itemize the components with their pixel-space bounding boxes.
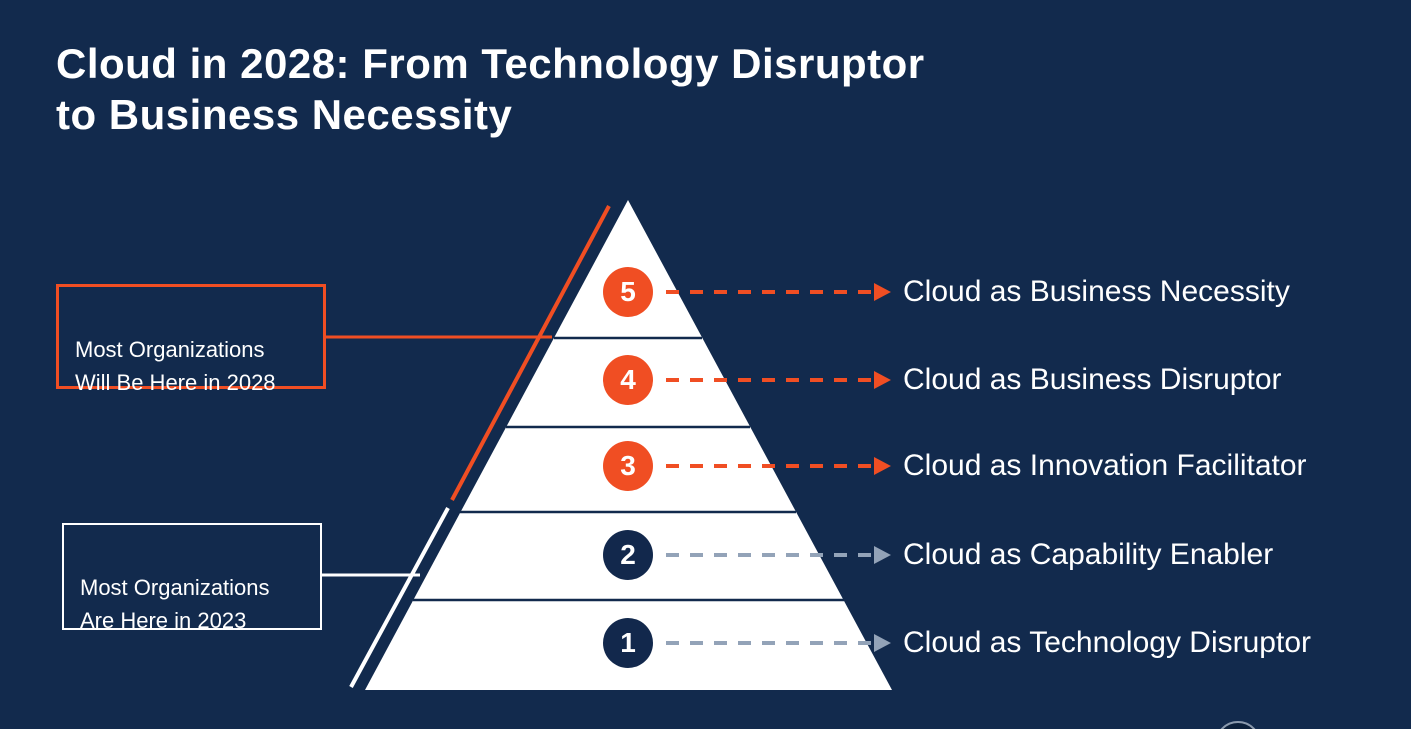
level-2-arrowhead-icon [874, 546, 891, 564]
level-4-badge: 4 [603, 355, 653, 405]
logo-fragment [1220, 721, 1256, 729]
level-2-number: 2 [620, 539, 636, 570]
level-row-1: 1 Cloud as Technology Disruptor [0, 618, 1411, 668]
level-4-arrow-line [666, 378, 872, 382]
level-1-label: Cloud as Technology Disruptor [903, 626, 1312, 659]
level-3-arrow-line [666, 464, 872, 468]
callout-2023: Most Organizations Are Here in 2023 [62, 523, 322, 633]
level-3-number: 3 [620, 450, 636, 481]
level-3-badge: 3 [603, 441, 653, 491]
level-5-arrow-line [666, 290, 872, 294]
level-1-arrow-line [666, 641, 872, 645]
level-2-badge: 2 [603, 530, 653, 580]
level-5-badge: 5 [603, 267, 653, 317]
level-1-badge: 1 [603, 618, 653, 668]
level-1-arrowhead-icon [874, 634, 891, 652]
level-row-5: 5 Cloud as Business Necessity [0, 267, 1411, 317]
level-2-arrow-line [666, 553, 872, 557]
level-row-4: 4 Cloud as Business Disruptor [0, 355, 1411, 405]
level-4-arrowhead-icon [874, 371, 891, 389]
level-2-label: Cloud as Capability Enabler [903, 538, 1274, 571]
callout-2023-text: Most Organizations Are Here in 2023 [80, 575, 270, 633]
level-row-3: 3 Cloud as Innovation Facilitator [0, 441, 1411, 491]
level-3-arrowhead-icon [874, 457, 891, 475]
level-4-number: 4 [620, 364, 636, 395]
page-title: Cloud in 2028: From Technology Disruptor… [56, 40, 925, 139]
level-4-label: Cloud as Business Disruptor [903, 363, 1282, 396]
level-row-2: 2 Cloud as Capability Enabler [0, 530, 1411, 580]
level-5-arrowhead-icon [874, 283, 891, 301]
callout-2028: Most Organizations Will Be Here in 2028 [56, 284, 326, 395]
callout-2028-text: Most Organizations Will Be Here in 2028 [75, 337, 276, 395]
level-5-number: 5 [620, 276, 636, 307]
level-3-label: Cloud as Innovation Facilitator [903, 449, 1307, 482]
level-1-number: 1 [620, 627, 636, 658]
level-5-label: Cloud as Business Necessity [903, 275, 1290, 308]
